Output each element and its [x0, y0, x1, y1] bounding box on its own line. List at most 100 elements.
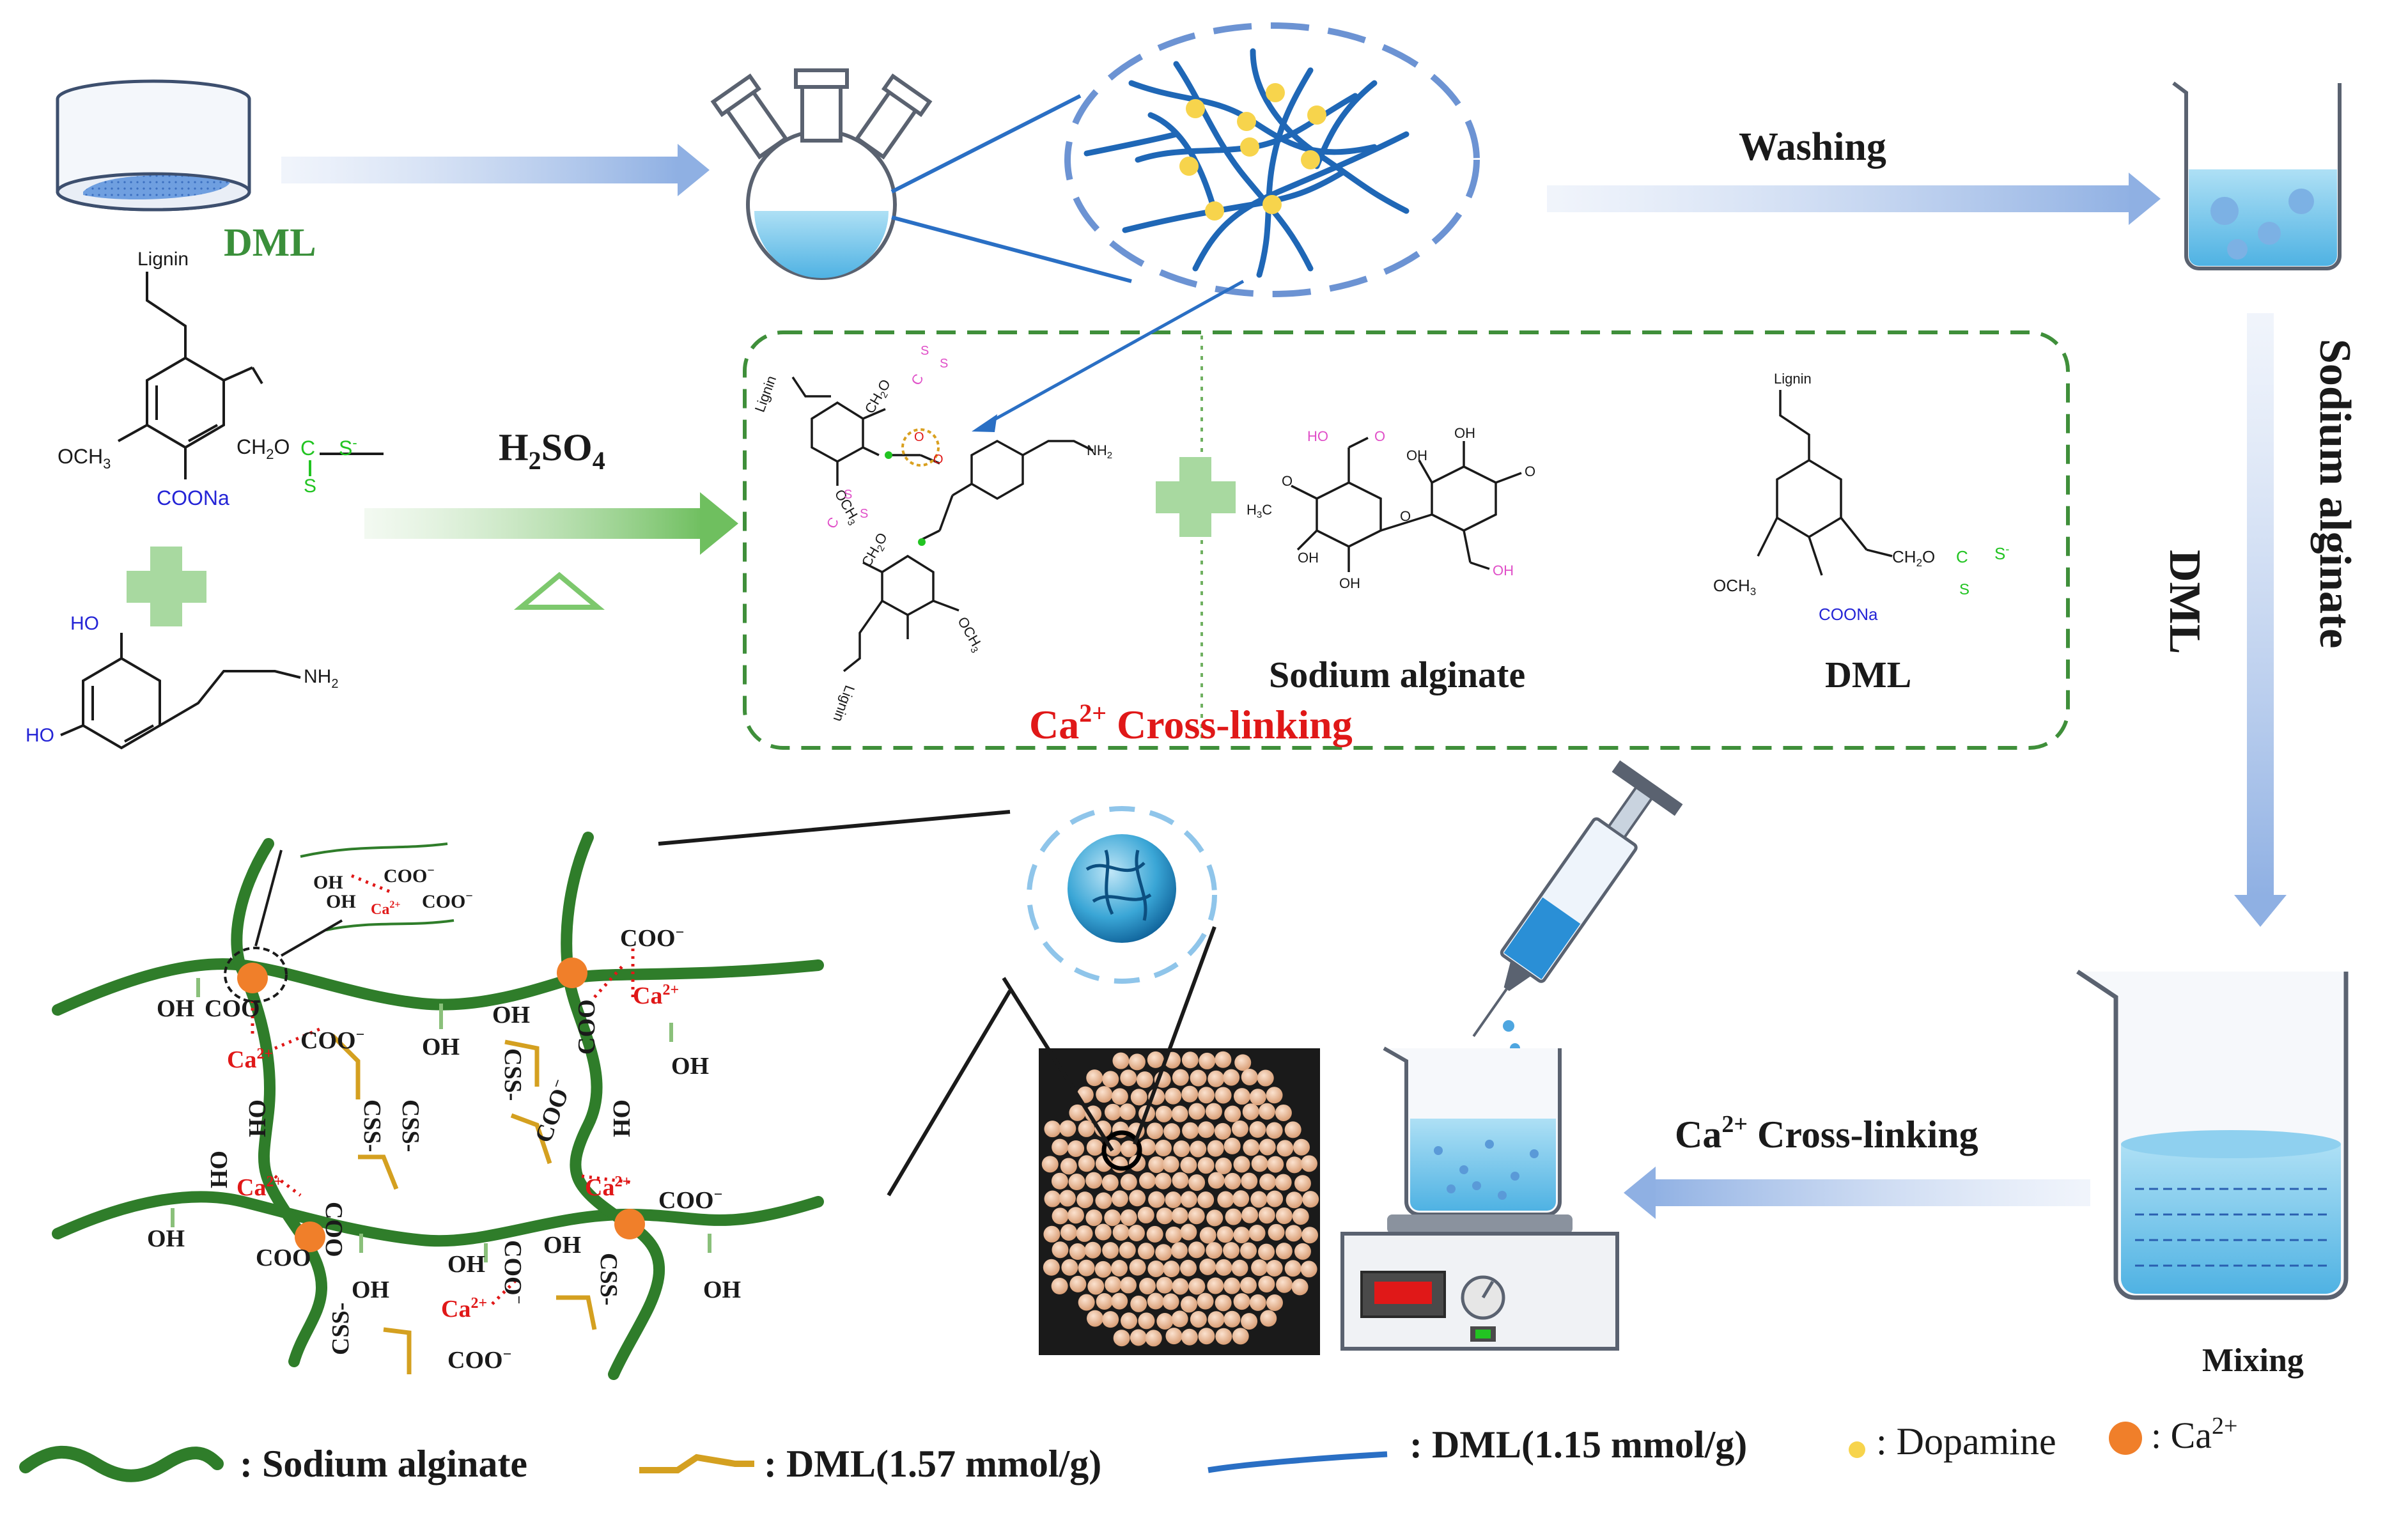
bead: [1223, 1310, 1241, 1328]
sodium-alginate-vertical-label: Sodium alginate: [2310, 339, 2359, 648]
bead: [1076, 1191, 1094, 1209]
bead: [1111, 1259, 1128, 1276]
bead: [1111, 1088, 1128, 1105]
svg-text:OH: OH: [492, 1002, 530, 1028]
svg-text:C: C: [908, 371, 927, 387]
bead: [1086, 1138, 1103, 1156]
bead: [1165, 1328, 1183, 1345]
bead: [1085, 1209, 1103, 1227]
syringe-icon: [1472, 760, 1683, 1037]
bead: [1076, 1225, 1093, 1242]
svg-text:OH: OH: [1454, 425, 1475, 441]
bead: [1215, 1294, 1232, 1312]
svg-text:C: C: [1956, 547, 1968, 566]
svg-text:OH: OH: [205, 1151, 232, 1188]
bead: [1208, 1311, 1225, 1328]
bead: [1051, 1278, 1068, 1295]
arrow-washing: [1547, 173, 2161, 225]
bead: [1119, 1103, 1136, 1121]
bead: [1188, 1103, 1206, 1120]
bead: [1068, 1140, 1085, 1157]
beaker-small-icon: [2172, 81, 2342, 270]
bead: [1197, 1292, 1214, 1310]
bead: [1043, 1259, 1060, 1276]
bead: [1171, 1207, 1188, 1224]
svg-text:COO: COO: [256, 1245, 311, 1271]
svg-text:O: O: [1282, 473, 1293, 489]
bead: [1224, 1172, 1241, 1190]
bead: [1078, 1155, 1095, 1172]
bead: [1136, 1071, 1153, 1089]
bead: [1052, 1138, 1069, 1156]
bead: [1094, 1223, 1112, 1241]
bead: [1197, 1157, 1215, 1174]
bead: [1069, 1275, 1087, 1292]
svg-text:O: O: [914, 430, 924, 444]
bead: [1095, 1192, 1112, 1209]
bead: [1146, 1225, 1163, 1243]
svg-text:Ca2+: Ca2+: [585, 1174, 631, 1201]
bead: [1225, 1208, 1242, 1225]
bead: [1139, 1172, 1156, 1190]
bead: [1239, 1276, 1257, 1294]
bead: [1215, 1328, 1232, 1345]
bead: [1248, 1225, 1266, 1242]
bead: [1198, 1087, 1215, 1104]
bead: [1223, 1277, 1241, 1294]
bead: [1121, 1312, 1138, 1330]
bead: [1300, 1155, 1317, 1172]
bead: [1208, 1070, 1225, 1087]
svg-text:COO−: COO−: [658, 1186, 722, 1214]
legend-dopamine-swatch: [1849, 1441, 1865, 1458]
beaker-large-icon: [2076, 970, 2349, 1300]
bead: [1163, 1123, 1181, 1140]
bead: [1259, 1173, 1277, 1190]
svg-text:S-: S-: [339, 435, 357, 460]
bead: [1172, 1069, 1189, 1086]
svg-text:CSS-: CSS-: [359, 1099, 385, 1152]
bead: [1146, 1122, 1163, 1140]
bead: [1044, 1190, 1061, 1207]
svg-text:CH2O: CH2O: [237, 435, 290, 462]
bead: [1232, 1190, 1250, 1207]
plus-icon-left: [127, 547, 206, 626]
svg-text:S: S: [940, 357, 948, 371]
bead: [1052, 1241, 1069, 1259]
bead: [1119, 1241, 1136, 1259]
ca-crosslinking-box-label: Ca2+ Cross-linking: [1029, 699, 1353, 747]
bead: [1129, 1259, 1146, 1276]
svg-text:OH: OH: [147, 1225, 185, 1252]
bead: [1104, 1103, 1121, 1121]
heat-triangle-icon: [513, 571, 605, 610]
lignin-label-left: Lignin: [137, 249, 189, 270]
legend-ca: : Ca2+: [2151, 1413, 2237, 1456]
bead: [1197, 1191, 1215, 1209]
bead: [1199, 1052, 1216, 1069]
bead: [1163, 1261, 1180, 1278]
svg-text:COO−: COO−: [529, 1076, 577, 1146]
svg-text:OCH3: OCH3: [952, 614, 987, 655]
svg-text:OH: OH: [313, 872, 343, 893]
svg-text:OH: OH: [422, 1034, 460, 1060]
legend-alginate-swatch: [19, 1445, 224, 1482]
bead: [1165, 1087, 1182, 1105]
svg-text:COO−: COO−: [300, 1027, 364, 1054]
bead: [1078, 1259, 1095, 1276]
svg-text:Ca2+: Ca2+: [633, 982, 679, 1009]
bead: [1180, 1259, 1197, 1276]
bead: [1084, 1241, 1101, 1259]
bead: [1181, 1051, 1199, 1069]
svg-text:CH2O: CH2O: [1892, 547, 1935, 569]
svg-text:S: S: [304, 476, 316, 497]
dopamine-structure: [60, 633, 301, 750]
bead: [1120, 1174, 1137, 1191]
bead: [1181, 1328, 1198, 1346]
bead: [1214, 1122, 1231, 1140]
bead: [1275, 1104, 1292, 1121]
bead: [1294, 1243, 1311, 1260]
lignin-network-zoom: [1064, 22, 1480, 297]
dml-structure-box: [1757, 390, 1893, 576]
beads-photo: [1039, 1048, 1320, 1355]
bead: [1258, 1243, 1275, 1261]
